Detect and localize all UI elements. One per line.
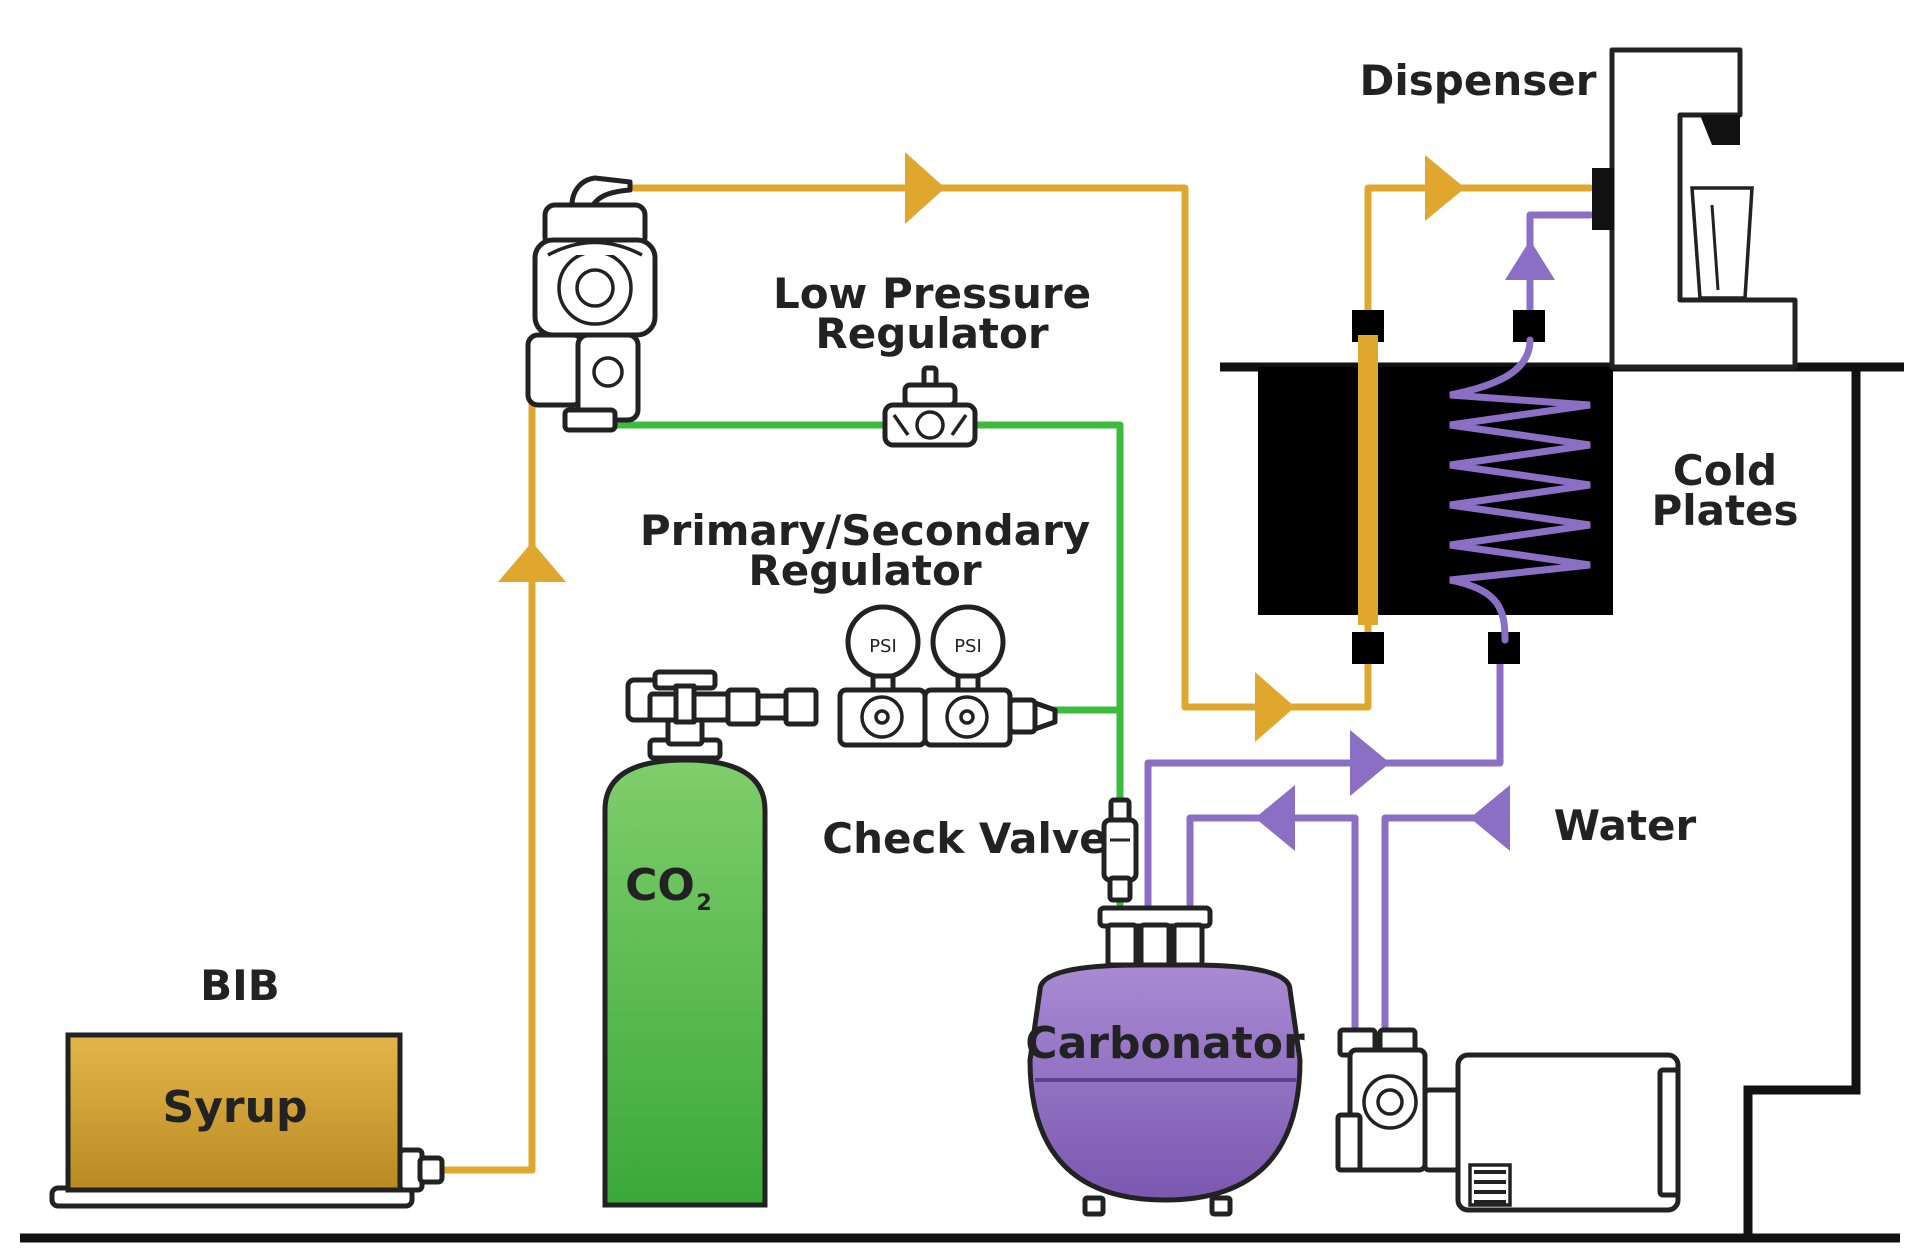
dispenser — [1592, 47, 1798, 370]
gauge-2-psi-label: PSI — [954, 636, 982, 657]
co2-cylinder-body — [602, 757, 768, 1208]
low-pressure-regulator-label-line2: Regulator — [815, 309, 1048, 358]
co2-subscript: 2 — [696, 891, 711, 916]
syrup-box-body — [65, 1032, 403, 1193]
gauge-1-psi-label: PSI — [869, 636, 897, 657]
syrup-flow-arrow-up — [498, 542, 566, 582]
dispenser-inlet — [1592, 168, 1614, 230]
co2-line — [611, 421, 1124, 909]
water-line — [1144, 211, 1594, 1034]
water-flow-arrow-left-1 — [1255, 785, 1295, 851]
carbonator: Carbonator — [1025, 905, 1305, 1217]
water-pump — [1335, 1027, 1681, 1213]
water-flow-arrow-left-2 — [1470, 785, 1510, 851]
primary-secondary-regulator: PSI PSI — [625, 604, 1058, 748]
carbonator-tank-body — [1027, 962, 1303, 1203]
pressure-gauge-2: PSI — [930, 604, 1006, 695]
primary-secondary-regulator-label-line1: Primary/Secondary — [640, 506, 1090, 555]
co2-tank: CO 2 — [602, 669, 768, 1208]
syrup-flow-arrow-right-3 — [1425, 155, 1465, 221]
syrup-pump — [525, 175, 658, 433]
cold-plates-label-line2: Plates — [1651, 486, 1798, 535]
check-valve — [1101, 797, 1139, 903]
check-valve-label: Check Valve — [822, 814, 1107, 863]
bib-label: BIB — [200, 961, 280, 1010]
primary-secondary-regulator-label-line2: Regulator — [748, 546, 981, 595]
syrup-flow-arrow-right-1 — [905, 152, 945, 224]
cold-plate — [1258, 310, 1613, 664]
syrup-flow-arrow-right-2 — [1255, 672, 1295, 742]
pressure-gauge-1: PSI — [845, 604, 921, 695]
water-flow-arrow-right — [1350, 730, 1390, 796]
water-label: Water — [1554, 801, 1697, 850]
syrup-label: Syrup — [163, 1082, 308, 1133]
bib-syrup-box: Syrup — [49, 1032, 445, 1209]
dispenser-label: Dispenser — [1360, 56, 1597, 105]
water-flow-arrow-up — [1505, 240, 1555, 280]
cold-plates-label-line1: Cold — [1673, 446, 1777, 495]
water-coil — [1449, 336, 1591, 644]
low-pressure-regulator-label-line1: Low Pressure — [773, 269, 1091, 318]
low-pressure-regulator — [882, 365, 978, 448]
co2-label: CO — [625, 860, 695, 911]
carbonator-label: Carbonator — [1025, 1018, 1305, 1069]
